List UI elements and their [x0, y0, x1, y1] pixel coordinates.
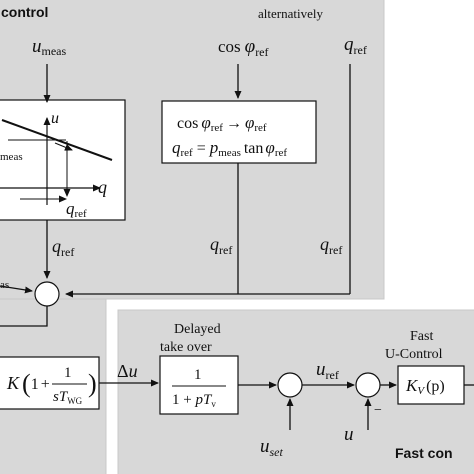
delay-label-2: take over	[160, 340, 212, 355]
pi-block-content: K(1+	[6, 369, 50, 398]
conversion-block	[161, 100, 317, 164]
junction-q-output	[0, 306, 48, 327]
u-ref-label: uref	[316, 359, 339, 382]
pi-fraction-num: 1	[64, 365, 72, 381]
kv-block-content: KV(p)	[405, 376, 445, 397]
fast-control-title: Fast con	[395, 445, 453, 461]
pi-controller-block	[0, 356, 100, 410]
delay-num: 1	[194, 367, 202, 383]
u-meas-label: umeas	[32, 36, 66, 58]
droop-q-axis-label: q	[98, 177, 107, 197]
u-feedback-label: u	[344, 424, 354, 445]
delay-label-1: Delayed	[174, 322, 221, 337]
left-input-fragment: as	[0, 279, 9, 291]
q-ref-mid-label: qref	[210, 234, 232, 257]
droop-u-label: u	[51, 110, 59, 127]
q-ref-right-label: qref	[320, 234, 342, 257]
q-ref-top-label: qref	[344, 34, 367, 57]
fast-label-1: Fast	[410, 329, 433, 344]
q-ref-left-label: qref	[52, 236, 74, 259]
minus-sign: −	[374, 403, 382, 418]
control-title: control	[1, 4, 48, 20]
pi-close-paren: )	[88, 369, 97, 398]
summing-junction-u	[355, 372, 381, 398]
delay-den: 1 + pTv	[172, 392, 216, 409]
droop-qref-label: qref	[66, 199, 87, 220]
pi-fraction-den: sTWG	[53, 389, 83, 406]
summing-junction-q	[34, 281, 60, 307]
fast-label-2: U-Control	[385, 347, 443, 362]
summing-junction-uset	[277, 372, 303, 398]
droop-meas-fragment: meas	[0, 151, 23, 163]
alternatively-label: alternatively	[258, 6, 323, 21]
delay-block	[159, 355, 239, 415]
droop-point-arrow	[54, 142, 73, 151]
left-input-line	[0, 285, 33, 294]
kv-controller-block	[397, 365, 465, 405]
u-set-label: uset	[260, 436, 283, 459]
delta-u-label: Δu	[117, 361, 138, 381]
